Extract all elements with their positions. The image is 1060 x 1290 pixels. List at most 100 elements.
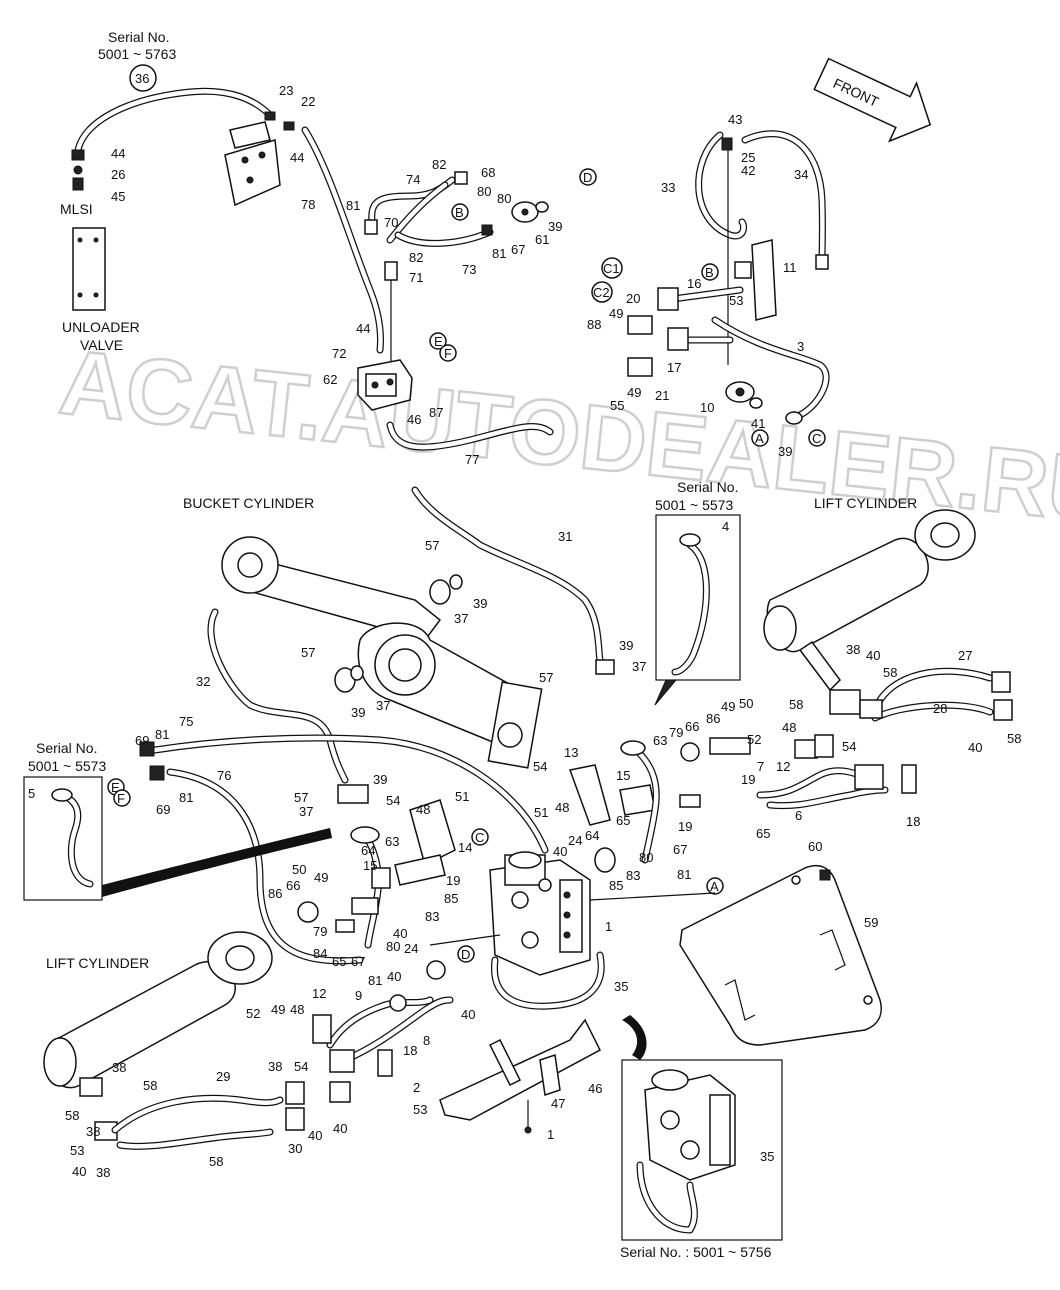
oring-39: [535, 201, 549, 213]
callout: 68: [481, 165, 495, 180]
callout: 8: [423, 1033, 430, 1048]
callout-labels: 23 22 44 44 26 45 78 82 68 74 80 80 81 7…: [28, 83, 1021, 1180]
lift-cylinder-left-caption: LIFT CYLINDER: [46, 955, 149, 971]
callout: 3: [797, 339, 804, 354]
callout: 58: [65, 1108, 79, 1123]
callout: 85: [444, 891, 458, 906]
frame-2: [439, 1018, 601, 1121]
callout: 54: [533, 759, 547, 774]
callout: 7: [757, 759, 764, 774]
callout: 5: [28, 786, 35, 801]
serial-left-line2: 5001 ~ 5573: [28, 758, 106, 774]
callout: 55: [610, 398, 624, 413]
callout: 64: [585, 828, 599, 843]
circle-ref-E: [429, 332, 447, 350]
callout: 19: [446, 873, 460, 888]
adapter-70: [364, 219, 378, 235]
callout: 65: [332, 954, 346, 969]
callout: 58: [1007, 731, 1021, 746]
callout: 16: [687, 276, 701, 291]
callout: 37: [454, 611, 468, 626]
flange-38-r2: [993, 699, 1013, 721]
callout: 40: [866, 648, 880, 663]
callout: 44: [111, 146, 125, 161]
callout: 51: [534, 805, 548, 820]
hose-78: [301, 126, 384, 354]
serial-top-left-line2: 5001 ~ 5763: [98, 46, 176, 62]
callout: 33: [661, 180, 675, 195]
bracket-18-left: [377, 1049, 393, 1077]
circle-ref-D-mid: [457, 945, 475, 963]
bracket-18-r: [901, 764, 917, 794]
bracket-tab: [229, 121, 271, 149]
callout: 39: [548, 219, 562, 234]
callout: 83: [626, 868, 640, 883]
callout: 38: [112, 1060, 126, 1075]
svg-text:C: C: [812, 431, 821, 446]
svg-text:D: D: [461, 947, 470, 962]
callout: 39: [351, 705, 365, 720]
serial-top-left-line1: Serial No.: [108, 29, 169, 45]
hose-32: [207, 608, 349, 784]
callout: 77: [465, 452, 479, 467]
callout: 86: [706, 711, 720, 726]
bolt-60: [819, 869, 831, 881]
clamp-17: [667, 327, 689, 351]
callout: 80: [477, 184, 491, 199]
callout: 84: [313, 946, 327, 961]
fitting-69-top: [139, 741, 155, 757]
serial-mid-line2: 5001 ~ 5573: [655, 497, 733, 513]
callout: 37: [299, 804, 313, 819]
callout: 24: [568, 833, 582, 848]
svg-text:E: E: [111, 780, 120, 795]
callout: 35: [614, 979, 628, 994]
flange-37-mid: [595, 659, 615, 675]
bracket-19-mid: [394, 854, 446, 886]
callout: 66: [286, 878, 300, 893]
callout: 62: [323, 372, 337, 387]
flange-38-a: [285, 1081, 305, 1105]
circle-ref-A-top: [751, 429, 769, 447]
callout: 44: [356, 321, 370, 336]
callout: 81: [492, 246, 506, 261]
flange-58-a: [329, 1081, 351, 1103]
oring-39-left: [350, 665, 364, 681]
serial-bottom-box: [621, 1059, 783, 1241]
callout: 45: [111, 189, 125, 204]
clamp-65-r: [679, 794, 701, 808]
callout: 81: [368, 973, 382, 988]
circle-ref-D-top: [579, 168, 597, 186]
pipe-5-flange: [350, 826, 380, 844]
fitting-43: [721, 137, 733, 151]
callout: 66: [685, 719, 699, 734]
callout: 40: [968, 740, 982, 755]
callout: 48: [782, 720, 796, 735]
callout: 37: [632, 659, 646, 674]
svg-text:B: B: [705, 265, 714, 280]
callout: 80: [497, 191, 511, 206]
svg-text:F: F: [117, 791, 125, 806]
fitting-81: [481, 224, 493, 236]
callout: 71: [409, 270, 423, 285]
callout: 73: [462, 262, 476, 277]
callout: 49: [721, 699, 735, 714]
serial-left-box: [23, 776, 103, 901]
callout: 65: [756, 826, 770, 841]
fitting-68: [454, 171, 468, 185]
callout: 49: [314, 870, 328, 885]
callout: 11: [783, 260, 797, 275]
callout: 87: [429, 405, 443, 420]
callout: 39: [373, 772, 387, 787]
callout: 29: [216, 1069, 230, 1084]
callout: 39: [778, 444, 792, 459]
callout: 12: [312, 986, 326, 1001]
callout-swoosh-left: [102, 828, 332, 897]
oring-40-mid: [594, 847, 616, 873]
callout: 38: [846, 642, 860, 657]
callout: 1: [605, 919, 612, 934]
callout: 26: [111, 167, 125, 182]
callout: 23: [279, 83, 293, 98]
callout: 17: [667, 360, 681, 375]
serial-left-line1: Serial No.: [36, 740, 97, 756]
callout: 63: [385, 834, 399, 849]
